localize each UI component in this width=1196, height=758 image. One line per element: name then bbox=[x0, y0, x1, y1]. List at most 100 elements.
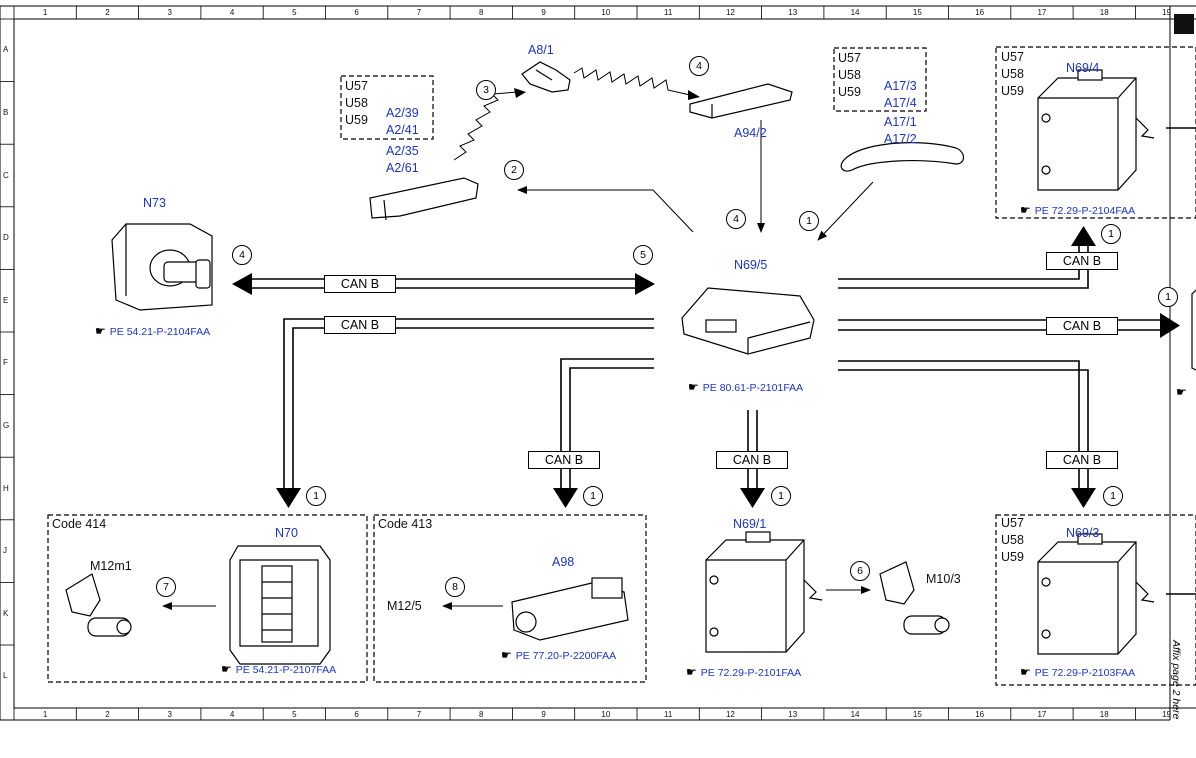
grid-column-label: 2 bbox=[105, 8, 110, 17]
grid-column-label: 17 bbox=[1037, 710, 1047, 719]
grid-column-label: 3 bbox=[167, 710, 172, 719]
motor-drawing-right bbox=[879, 561, 950, 635]
code-413: Code 413 bbox=[378, 517, 433, 531]
grid-column-label: 6 bbox=[354, 8, 359, 17]
variant-u58-d: U58 bbox=[1001, 533, 1024, 547]
grid-row-ticks bbox=[0, 18, 14, 646]
label-n69-5: N69/5 bbox=[734, 258, 768, 272]
grid-column-ticks bbox=[13, 6, 1136, 720]
control-module-drawing bbox=[1037, 533, 1155, 655]
grid-row-label: E bbox=[3, 295, 9, 305]
marker-3: 3 bbox=[476, 80, 496, 100]
central-module-drawing bbox=[681, 287, 815, 355]
right-edge-module-drawing bbox=[1191, 289, 1196, 371]
grid-column-label: 5 bbox=[292, 8, 297, 17]
ref-a98[interactable]: ☛PE 77.20-P-2200FAA bbox=[501, 648, 617, 662]
variant-u57-b: U57 bbox=[838, 51, 861, 65]
pointing-hand-icon: ☛ bbox=[95, 324, 106, 338]
can-b-label: CAN B bbox=[324, 316, 396, 334]
variant-u58-c: U58 bbox=[1001, 67, 1024, 81]
grid-column-label: 12 bbox=[725, 710, 735, 719]
pointing-hand-icon: ☛ bbox=[221, 662, 232, 676]
label-a2-39: A2/39 bbox=[386, 106, 419, 120]
label-a2-61: A2/61 bbox=[386, 161, 419, 175]
grid-row-label: L bbox=[3, 671, 8, 681]
pointing-hand-icon: ☛ bbox=[501, 648, 512, 662]
grid-column-label: 16 bbox=[975, 8, 985, 17]
grid-row-label: A bbox=[3, 45, 9, 55]
grid-column-label: 8 bbox=[479, 710, 484, 719]
variant-u59-d: U59 bbox=[1001, 550, 1024, 564]
ref-n73[interactable]: ☛PE 54.21-P-2104FAA bbox=[95, 324, 211, 338]
marker-5: 5 bbox=[633, 245, 653, 265]
switch-unit-drawing bbox=[229, 545, 331, 665]
grid-column-label: 6 bbox=[354, 710, 359, 719]
marker-6: 6 bbox=[850, 561, 870, 581]
label-n69-4: N69/4 bbox=[1066, 61, 1100, 75]
label-a98: A98 bbox=[552, 555, 575, 569]
wireless-arrowheads bbox=[514, 88, 700, 100]
grid-column-label: 2 bbox=[105, 710, 110, 719]
grid-column-label: 10 bbox=[601, 8, 611, 17]
label-a17-3: A17/3 bbox=[884, 79, 917, 93]
pointing-hand-icon: ☛ bbox=[1020, 203, 1031, 217]
rail-antenna-drawing bbox=[369, 177, 479, 221]
key-drawing bbox=[521, 61, 571, 93]
grid-column-label: 13 bbox=[788, 8, 798, 17]
can-b-label: CAN B bbox=[716, 451, 788, 469]
label-a17-1: A17/1 bbox=[884, 115, 917, 129]
variant-u59-b: U59 bbox=[838, 85, 861, 99]
grid-column-label: 9 bbox=[541, 710, 546, 719]
actuator-drawing bbox=[511, 577, 629, 641]
label-n69-3: N69/3 bbox=[1066, 526, 1100, 540]
grid-column-label: 11 bbox=[663, 710, 673, 719]
marker-1: 1 bbox=[583, 486, 603, 506]
grid-column-label: 10 bbox=[601, 710, 611, 719]
ref-n70[interactable]: ☛PE 54.21-P-2107FAA bbox=[221, 662, 337, 676]
label-m12m1: M12m1 bbox=[90, 559, 132, 573]
ignition-lock-drawing bbox=[111, 223, 213, 311]
marker-1: 1 bbox=[306, 486, 326, 506]
antenna-drawing bbox=[689, 83, 793, 119]
pointing-hand-icon: ☛ bbox=[688, 380, 699, 394]
grid-column-label: 7 bbox=[416, 8, 422, 17]
ref-n69-5[interactable]: ☛PE 80.61-P-2101FAA bbox=[688, 380, 804, 394]
can-b-label: CAN B bbox=[1046, 252, 1118, 270]
grid-row-label: K bbox=[3, 608, 9, 618]
marker-1: 1 bbox=[799, 211, 819, 231]
can-b-label: CAN B bbox=[1046, 317, 1118, 335]
ref-n69-1[interactable]: ☛PE 72.29-P-2101FAA bbox=[686, 665, 802, 679]
grid-column-label: 11 bbox=[663, 8, 673, 17]
can-b-label: CAN B bbox=[528, 451, 600, 469]
label-a17-2: A17/2 bbox=[884, 132, 917, 146]
label-m10-3: M10/3 bbox=[926, 572, 961, 586]
variant-u58-b: U58 bbox=[838, 68, 861, 82]
grid-column-label: 1 bbox=[42, 710, 48, 719]
door-handle-drawing bbox=[840, 142, 965, 172]
grid-column-label: 17 bbox=[1037, 8, 1047, 17]
marker-1: 1 bbox=[771, 486, 791, 506]
ref-n69-3[interactable]: ☛PE 72.29-P-2103FAA bbox=[1020, 665, 1136, 679]
grid-row-label: B bbox=[3, 107, 9, 117]
grid-column-label: 7 bbox=[416, 710, 422, 719]
page-frame bbox=[0, 5, 1196, 721]
ref-n69-4[interactable]: ☛PE 72.29-P-2104FAA bbox=[1020, 203, 1136, 217]
marker-1: 1 bbox=[1101, 224, 1121, 244]
grid-column-label: 19 bbox=[1162, 8, 1171, 17]
grid-row-label: G bbox=[3, 420, 10, 430]
grid-column-label: 4 bbox=[229, 710, 235, 719]
variant-u57-c: U57 bbox=[1001, 50, 1024, 64]
grid-row-label: C bbox=[3, 170, 9, 180]
marker-4: 4 bbox=[689, 56, 709, 76]
variant-u57-d: U57 bbox=[1001, 516, 1024, 530]
grid-column-label: 14 bbox=[850, 710, 860, 719]
grid-column-label: 15 bbox=[912, 710, 922, 719]
grid-column-label: 3 bbox=[167, 8, 172, 17]
pointing-hand-icon-edge: ☛ bbox=[1176, 385, 1187, 399]
can-b-label: CAN B bbox=[324, 275, 396, 293]
label-n73: N73 bbox=[143, 196, 166, 210]
grid-column-label: 8 bbox=[479, 8, 484, 17]
grid-column-label: 5 bbox=[292, 710, 297, 719]
marker-4: 4 bbox=[726, 209, 746, 229]
